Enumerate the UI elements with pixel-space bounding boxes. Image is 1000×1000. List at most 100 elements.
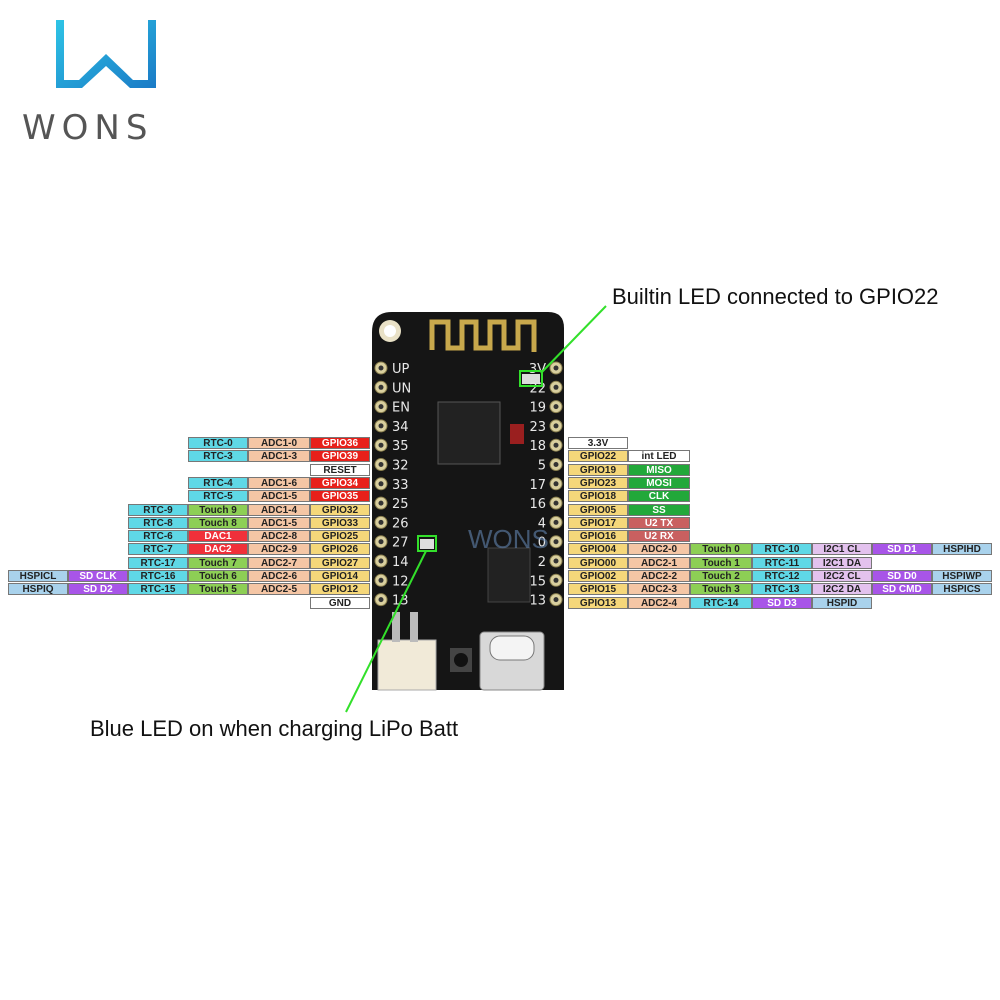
right-header-pin-hole	[553, 539, 559, 545]
left-pin-cell: SD D2	[68, 583, 128, 596]
left-pin-cell: RTC-9	[128, 503, 188, 516]
left-pin-cell: ADC1-5	[248, 516, 310, 529]
left-pin-cell: RTC-5	[188, 490, 248, 503]
right-pin-cell: RTC-13	[752, 583, 812, 596]
left-pin-cell: GPIO34	[310, 476, 370, 489]
left-silkscreen-label: 35	[392, 439, 409, 454]
left-header-pin-hole	[378, 481, 384, 487]
right-silkscreen-label: 23	[529, 420, 546, 435]
left-pin-cell: SD CLK	[68, 570, 128, 582]
left-pin-cell: GPIO14	[310, 570, 370, 582]
left-silkscreen-label: 33	[392, 478, 409, 493]
usb-chip	[487, 547, 531, 603]
right-pin-cell: GPIO16	[568, 530, 628, 543]
reset-button-cap	[454, 653, 468, 667]
right-pin-cell: HSPID	[812, 596, 872, 609]
right-header-pin-hole	[553, 423, 559, 429]
battery-connector-pin	[410, 612, 418, 642]
left-pin-cell: ADC1-4	[248, 503, 310, 516]
right-pin-cell: ADC2-3	[628, 583, 690, 596]
right-pin-cell: RTC-10	[752, 543, 812, 556]
right-silkscreen-label: 0	[538, 536, 546, 551]
right-header-pin-hole	[553, 558, 559, 564]
right-header-pin-hole	[553, 519, 559, 525]
left-header-pin-hole	[378, 442, 384, 448]
left-pin-cell: RTC-7	[128, 543, 188, 556]
left-header-pin-hole	[378, 423, 384, 429]
right-pin-cell: I2C1 DA	[812, 556, 872, 569]
left-header-pin-hole	[378, 462, 384, 467]
right-header-pin-hole	[553, 597, 559, 603]
right-pin-cell: HSPICS	[932, 583, 992, 596]
left-silkscreen-label: 25	[392, 497, 409, 512]
right-pin-cell: HSPIHD	[932, 543, 992, 556]
blue-led-callout: Blue LED on when charging LiPo Batt	[90, 716, 459, 741]
right-pin-cell: SS	[628, 503, 690, 516]
left-header-pin-hole	[378, 577, 384, 583]
left-pin-cell: RTC-15	[128, 583, 188, 596]
battery-connector-pin	[392, 612, 400, 642]
logo-text: WONS	[22, 108, 154, 148]
right-silkscreen-label: 13	[529, 594, 546, 609]
left-pin-cell: GPIO26	[310, 543, 370, 556]
left-silkscreen-label: EN	[392, 401, 410, 416]
left-silkscreen-label: UN	[392, 381, 411, 396]
left-pin-cell: HSPIQ	[8, 583, 68, 596]
left-header-pin-hole	[378, 500, 384, 506]
left-pin-cell: GPIO25	[310, 530, 370, 543]
right-header-pin-hole	[553, 384, 559, 390]
left-pin-cell: GPIO39	[310, 450, 370, 463]
left-pin-cell: ADC2-6	[248, 570, 310, 582]
builtin-led-callout: Builtin LED connected to GPIO22	[612, 284, 939, 309]
left-pin-cell: RTC-0	[188, 437, 248, 449]
right-pin-cell: GPIO00	[568, 556, 628, 569]
right-pin-cell: int LED	[628, 450, 690, 463]
right-pin-cell: 3.3V	[568, 437, 628, 449]
right-pin-cell: GPIO15	[568, 583, 628, 596]
right-pin-cell: RTC-11	[752, 556, 812, 569]
right-pin-cell: I2C1 CL	[812, 543, 872, 556]
right-header-pin-hole	[553, 462, 559, 467]
left-pin-cell: RESET	[310, 463, 370, 476]
left-silkscreen-label: 26	[392, 516, 409, 531]
right-pin-cell: HSPIWP	[932, 570, 992, 582]
left-pin-cell: RTC-4	[188, 476, 248, 489]
right-pin-cell: GPIO18	[568, 490, 628, 503]
left-pin-cell: ADC1-0	[248, 437, 310, 449]
right-silkscreen-label: 15	[529, 574, 546, 589]
left-silkscreen-label: 32	[392, 459, 409, 474]
left-pin-cell: ADC2-7	[248, 556, 310, 569]
right-pin-cell: I2C2 DA	[812, 583, 872, 596]
left-pin-cell: RTC-6	[128, 530, 188, 543]
right-pin-cell: Touch 3	[690, 583, 752, 596]
right-pin-cell: RTC-12	[752, 570, 812, 582]
right-silkscreen-label: 3V	[529, 362, 546, 377]
left-pin-cell: DAC1	[188, 530, 248, 543]
right-pin-cell: ADC2-1	[628, 556, 690, 569]
left-silkscreen-label: 34	[392, 420, 409, 435]
left-silkscreen-label: 12	[392, 574, 409, 589]
right-silkscreen-label: 4	[538, 516, 546, 531]
right-pin-cell: ADC2-0	[628, 543, 690, 556]
right-header-pin-hole	[553, 442, 559, 448]
right-pin-cell: SD CMD	[872, 583, 932, 596]
right-header-pin-hole	[553, 577, 559, 583]
right-silkscreen-label: 18	[529, 439, 546, 454]
right-pin-cell: MOSI	[628, 476, 690, 489]
left-silkscreen-label: 13	[392, 594, 409, 609]
left-pin-cell: Touch 8	[188, 516, 248, 529]
left-pin-cell: Touch 9	[188, 503, 248, 516]
right-pin-cell: U2 RX	[628, 530, 690, 543]
left-pin-cell: RTC-16	[128, 570, 188, 582]
right-pin-cell: ADC2-2	[628, 570, 690, 582]
left-header-pin-hole	[378, 539, 384, 545]
battery-connector	[377, 639, 437, 691]
right-header-pin-hole	[553, 500, 559, 506]
rgb-component	[510, 424, 524, 444]
left-pin-cell: GND	[310, 596, 370, 609]
left-pin-cell: DAC2	[188, 543, 248, 556]
right-pin-cell: SD D0	[872, 570, 932, 582]
left-pin-cell: ADC1-5	[248, 490, 310, 503]
left-pin-cell: GPIO36	[310, 437, 370, 449]
